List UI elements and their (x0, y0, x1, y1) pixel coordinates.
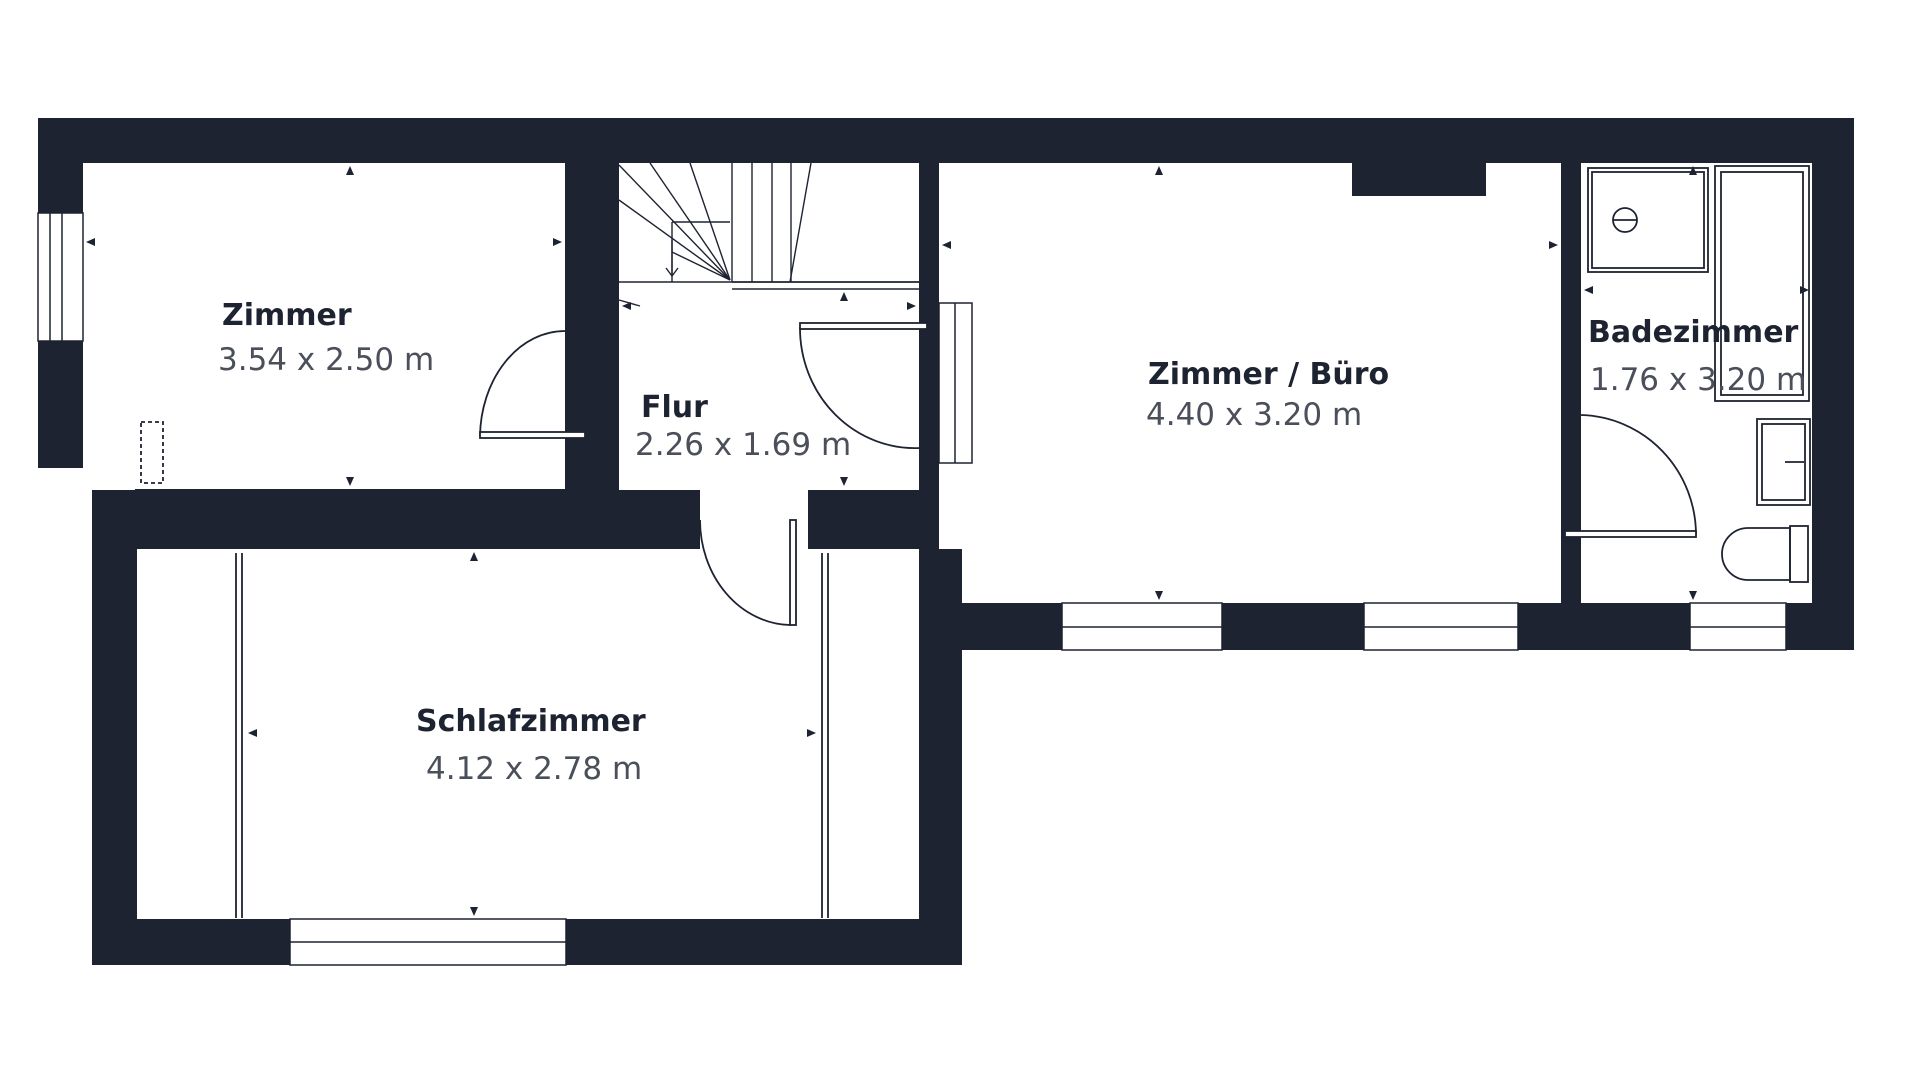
dimension-arrow-icon (1584, 286, 1593, 294)
dimension-arrow-icon (248, 729, 257, 737)
door-swing-icon (479, 330, 586, 439)
dimension-arrow-icon (942, 241, 951, 249)
wall-zimmer-flur-lower (565, 438, 619, 490)
dimension-arrow-icon (622, 302, 631, 310)
wall-zimmer-flur (565, 163, 619, 331)
window-icon (37, 212, 84, 342)
wall-flur-schlaf (808, 490, 919, 549)
dimension-arrow-icon (1155, 591, 1163, 600)
dimension-arrow-icon (807, 729, 816, 737)
room-name-badezimmer: Badezimmer (1588, 315, 1799, 350)
wall-flur-buero (919, 163, 939, 303)
walls (38, 118, 1854, 965)
room-labels: Zimmer 3.54 x 2.50 m Flur 2.26 x 1.69 m … (218, 298, 1806, 787)
dimension-arrow-icon (1689, 166, 1697, 175)
window-icon (289, 918, 567, 966)
zimmer-notch (83, 420, 135, 490)
dimension-arrow-icon (1800, 286, 1809, 294)
dimension-arrow-icon (553, 238, 562, 246)
dimension-arrow-icon (1549, 241, 1558, 249)
dimension-arrow-icon (346, 477, 354, 486)
room-name-schlafzimmer: Schlafzimmer (416, 704, 646, 739)
schlafzimmer-floor (137, 549, 919, 919)
room-dimensions-flur: 2.26 x 1.69 m (635, 427, 851, 463)
room-dimensions-zimmer: 3.54 x 2.50 m (218, 342, 434, 378)
bath-fixtures (1587, 165, 1811, 583)
window-icon (1689, 602, 1787, 651)
room-name-flur: Flur (641, 390, 708, 425)
windows (37, 212, 1787, 966)
zimmer-buero-floor (939, 163, 1561, 603)
shower-icon (1587, 167, 1709, 273)
room-dimensions-badezimmer: 1.76 x 3.20 m (1590, 362, 1806, 398)
doors (140, 322, 1697, 918)
dimension-arrow-icon (470, 907, 478, 916)
dashed-fixture (140, 421, 164, 484)
door-swing-icon (699, 519, 797, 626)
dimension-arrow-icon (1689, 591, 1697, 600)
door-swing-icon (799, 322, 928, 449)
bathtub-icon (1714, 165, 1810, 402)
chimney-block (1352, 163, 1486, 196)
dimension-arrow-icon (1155, 166, 1163, 175)
wall-zimmer-schlaf (92, 490, 698, 549)
room-name-zimmer: Zimmer (222, 298, 352, 333)
sink-icon (1756, 418, 1811, 506)
room-dimensions-schlafzimmer: 4.12 x 2.78 m (426, 751, 642, 787)
dimension-arrow-icon (346, 166, 354, 175)
dimension-arrow-icon (907, 302, 916, 310)
dimension-arrow-icon (470, 552, 478, 561)
dimension-arrow-icon (86, 238, 95, 246)
toilet-icon (1721, 525, 1809, 583)
room-name-zimmer-buero: Zimmer / Büro (1148, 357, 1389, 392)
schlaf-right-wall (919, 549, 962, 965)
dimension-arrow-icon (840, 292, 848, 301)
wall-buero-bad (1561, 163, 1581, 413)
staircase-icon (618, 162, 919, 307)
wall-buero-bad-lower (1561, 538, 1581, 603)
window-icon (1061, 602, 1223, 651)
room-dimensions-zimmer-buero: 4.40 x 3.20 m (1146, 397, 1362, 433)
window-icon (1363, 602, 1519, 651)
door-swing-icon (1564, 414, 1697, 538)
window-icon (938, 302, 973, 464)
dimension-markers (86, 166, 1809, 916)
dimension-arrow-icon (840, 477, 848, 486)
